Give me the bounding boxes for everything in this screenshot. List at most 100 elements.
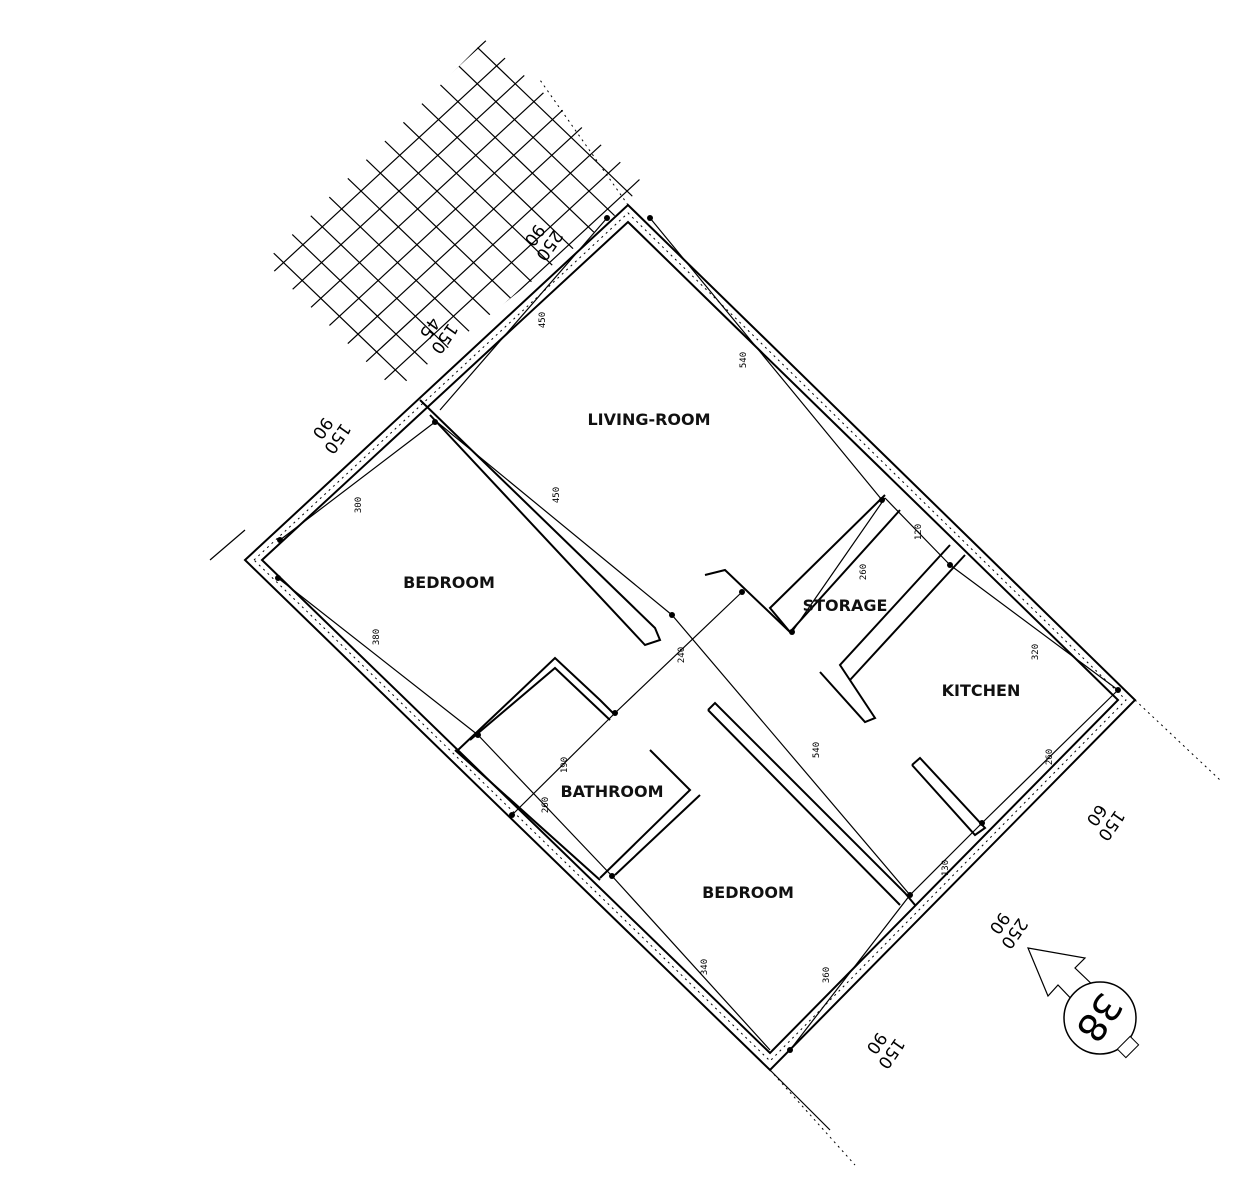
room-labels: LIVING-ROOM BEDROOM STORAGE KITCHEN BATH… [403, 410, 1020, 902]
dim-label: 300 [354, 497, 364, 513]
terrace-grid-line [265, 40, 321, 390]
room-living-room: LIVING-ROOM [587, 410, 710, 429]
terrace-grid-line [265, 40, 359, 390]
terrace-grid-line [884, 0, 1233, 480]
terrace-grid-line [265, 40, 283, 390]
terrace-grid-line [351, 40, 640, 390]
dim-label: 450 [552, 487, 562, 503]
dim-label: 120 [914, 524, 924, 540]
window-label: 90 250 [985, 908, 1032, 952]
terrace-grid-line [922, 0, 1233, 480]
terrace-grid-line [265, 40, 607, 390]
room-bathroom: BATHROOM [560, 782, 663, 801]
terrace-grid-line [265, 40, 303, 390]
terrace-grid-line [265, 40, 640, 390]
room-bedroom-2: BEDROOM [702, 883, 794, 902]
terrace-grid-line [265, 40, 640, 390]
terrace-grid-line [732, 0, 1233, 480]
terrace-grid-line [0, 0, 74, 480]
terrace-grid-line [503, 40, 640, 390]
dim-label: 260 [859, 564, 869, 580]
terrace-grid-line [579, 40, 640, 390]
terrace-grid-line [265, 40, 587, 390]
window-label: 90 150 [862, 1028, 909, 1072]
terrace-grid-line [884, 0, 1233, 480]
terrace-grid-line [0, 0, 36, 480]
terrace-grid-line [265, 40, 511, 390]
window-label: 90 250 [520, 220, 567, 264]
terrace-grid-line [770, 0, 1233, 480]
room-bedroom-1: BEDROOM [403, 573, 495, 592]
terrace-grid-line [265, 40, 640, 390]
terrace-grid-line [0, 0, 54, 480]
terrace-grid-line [503, 40, 640, 390]
terrace-grid-line [579, 40, 640, 390]
terrace-grid-line [0, 0, 130, 480]
dim-label: 240 [677, 647, 687, 663]
terrace-grid-line [0, 0, 150, 480]
terrace-grid-line [846, 0, 1233, 480]
terrace-grid-line [0, 0, 244, 480]
terrace-grid-line [427, 40, 640, 390]
entrance-marker: 38 [1027, 947, 1140, 1059]
dim-label: 130 [941, 860, 951, 876]
window-label: 60 150 [1082, 800, 1129, 844]
terrace-grid-line [265, 40, 640, 390]
dimension-lines [275, 215, 1121, 1053]
terrace-grid-line [265, 40, 640, 390]
house-number-circle [1063, 981, 1137, 1055]
terrace-grid [0, 0, 1233, 480]
terrace-grid-line [617, 40, 640, 390]
terrace-grid-line [313, 40, 640, 390]
terrace-grid-line [0, 0, 206, 480]
terrace-grid-line [265, 40, 473, 390]
terrace-grid-line [265, 40, 531, 390]
terrace-grid-line [0, 0, 168, 480]
dim-label: 340 [700, 959, 710, 975]
terrace-grid-line [389, 40, 640, 390]
terrace-grid-line [265, 40, 569, 390]
terrace-grid-line [0, 0, 112, 480]
terrace-grid-line [275, 40, 640, 390]
terrace-grid-line [846, 0, 1233, 480]
terrace-grid-line [265, 40, 640, 390]
dim-label: 540 [812, 742, 822, 758]
terrace-grid-line [770, 0, 1233, 480]
terrace-grid-line [617, 40, 640, 390]
terrace-grid-line [808, 0, 1233, 480]
terrace-grid-line [541, 40, 640, 390]
dim-label: 360 [822, 967, 832, 983]
room-storage: STORAGE [803, 596, 888, 615]
terrace-grid-line [0, 0, 92, 480]
terrace-grid-line [808, 0, 1233, 480]
terrace-grid-line [656, 0, 1156, 480]
terrace-grid-line [265, 40, 455, 390]
terrace-grid-line [0, 0, 16, 480]
dim-label: 380 [372, 629, 382, 645]
dim-label: 320 [1031, 644, 1041, 660]
room-kitchen: KITCHEN [942, 681, 1021, 700]
terrace-grid-line [265, 40, 379, 390]
terrace-grid-line [265, 40, 417, 390]
terrace-grid-line [0, 0, 188, 480]
terrace-grid-line [656, 0, 1176, 480]
dim-label: 190 [560, 757, 570, 773]
dim-label: 450 [538, 312, 548, 328]
terrace-grid-line [0, 0, 264, 480]
dimension-labels: 450 540 300 450 380 240 260 120 320 260 … [354, 312, 1055, 983]
window-labels: 90 250 45 150 90 150 60 150 90 250 90 15… [308, 220, 1129, 1072]
window-label: 90 150 [308, 413, 355, 457]
terrace-grid-line [427, 40, 640, 390]
terrace-grid-line [541, 40, 640, 390]
terrace-grid-line [265, 40, 625, 390]
terrace-grid-line [694, 0, 1214, 480]
dim-label: 540 [739, 352, 749, 368]
interior-walls [419, 399, 987, 906]
terrace-grid-line [389, 40, 640, 390]
terrace-grid-line [265, 40, 549, 390]
terrace-grid-line [265, 40, 341, 390]
terrace-grid-line [922, 0, 1233, 480]
terrace-grid-line [0, 0, 226, 480]
terrace-grid-line [265, 40, 435, 390]
